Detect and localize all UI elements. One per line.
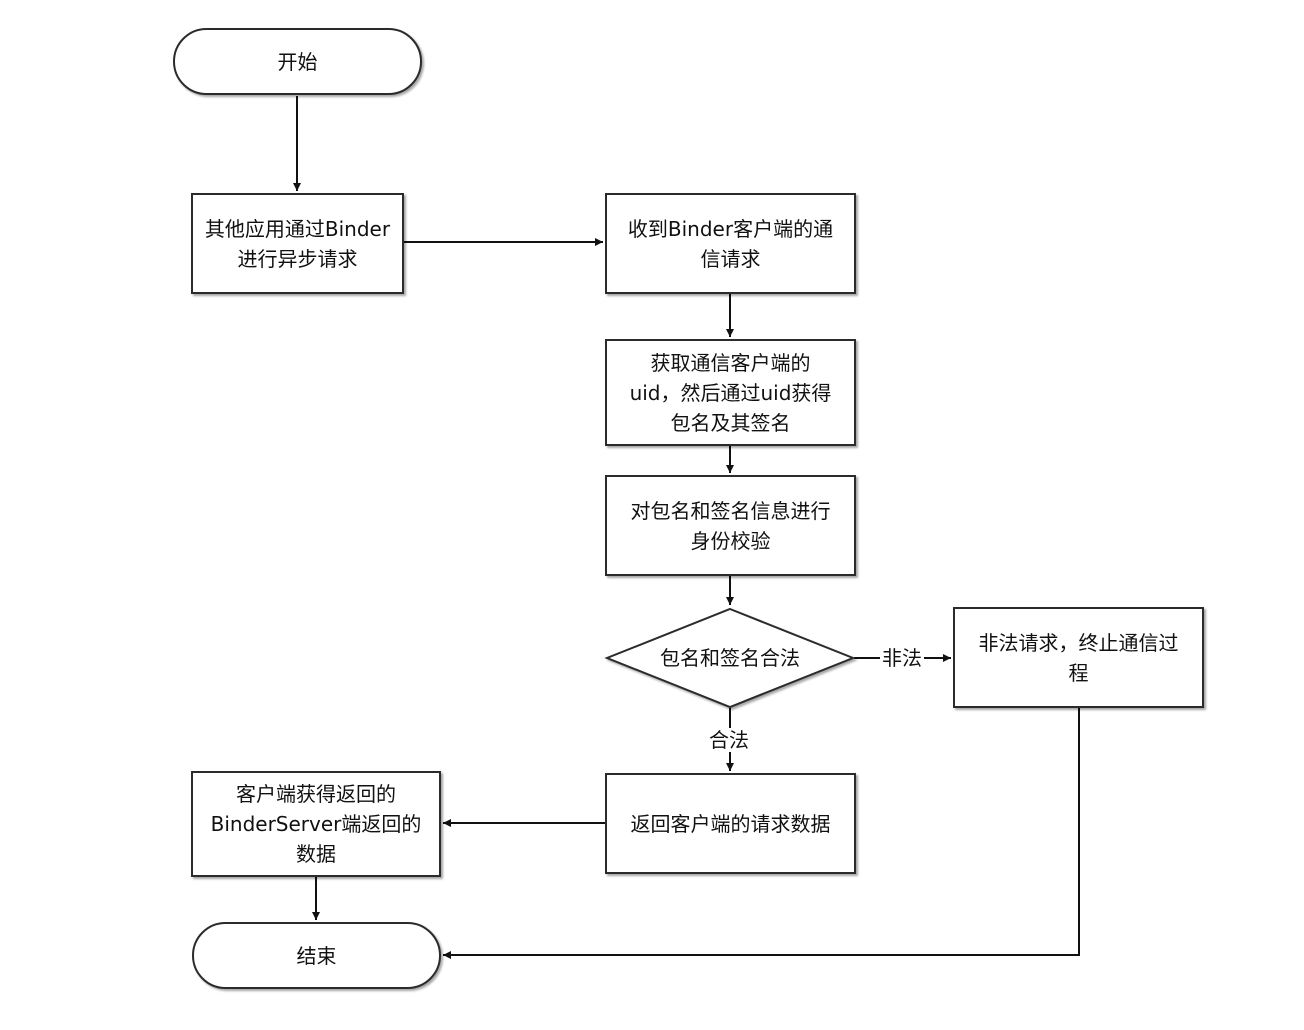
process-client-receives: 客户端获得返回的 BinderServer端返回的 数据 <box>191 771 441 877</box>
process-other-app-request: 其他应用通过Binder 进行异步请求 <box>191 193 404 294</box>
edge-label-illegal: 非法 <box>880 646 924 670</box>
process-get-uid-signature: 获取通信客户端的 uid，然后通过uid获得 包名及其签名 <box>605 339 856 446</box>
decision-label: 包名和签名合法 <box>660 646 800 670</box>
process-return-data: 返回客户端的请求数据 <box>605 773 856 874</box>
process-illegal-terminate: 非法请求，终止通信过 程 <box>953 607 1204 708</box>
start-terminal: 开始 <box>173 28 422 95</box>
edge-illegal-to-end <box>443 708 1080 959</box>
decision-diamond <box>604 607 856 709</box>
process-receive-request: 收到Binder客户端的通 信请求 <box>605 193 856 294</box>
end-terminal: 结束 <box>192 922 441 989</box>
process-verify-identity: 对包名和签名信息进行 身份校验 <box>605 475 856 576</box>
edge-label-legal: 合法 <box>707 728 751 752</box>
